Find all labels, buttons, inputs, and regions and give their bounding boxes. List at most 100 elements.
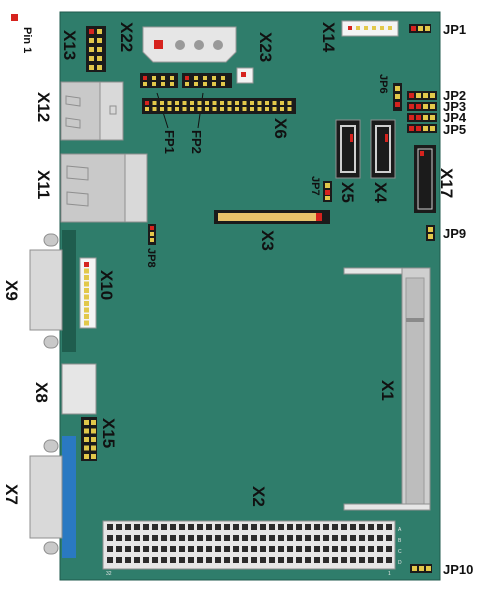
pin bbox=[203, 82, 207, 86]
pin bbox=[224, 546, 230, 552]
pin bbox=[314, 557, 320, 563]
pin bbox=[134, 546, 140, 552]
pin bbox=[212, 76, 216, 80]
label-x1: X1 bbox=[378, 380, 397, 401]
pin bbox=[206, 524, 212, 530]
label-jp1: JP1 bbox=[443, 22, 466, 37]
pin bbox=[332, 535, 338, 541]
pin bbox=[84, 314, 89, 319]
pin bbox=[197, 535, 203, 541]
pin bbox=[364, 26, 368, 30]
pin bbox=[242, 101, 247, 105]
pin bbox=[91, 437, 96, 442]
x7-parallel-port bbox=[29, 436, 76, 558]
label-fp2: FP2 bbox=[189, 130, 204, 154]
pin bbox=[84, 288, 89, 293]
pin bbox=[91, 445, 96, 451]
x2-marker-c: C bbox=[398, 549, 402, 555]
pin bbox=[350, 524, 356, 530]
pin bbox=[175, 107, 179, 111]
pin bbox=[97, 29, 102, 34]
pin bbox=[305, 535, 311, 541]
x14-connector bbox=[341, 20, 399, 37]
pin bbox=[272, 107, 277, 111]
pin bbox=[242, 557, 248, 563]
pin bbox=[305, 524, 311, 530]
pin bbox=[377, 524, 383, 530]
x3-connector bbox=[214, 210, 330, 224]
jp4-jumper bbox=[407, 113, 437, 122]
pin bbox=[356, 26, 360, 30]
pin bbox=[107, 557, 113, 563]
pin bbox=[84, 275, 89, 280]
pin bbox=[250, 107, 254, 111]
pin bbox=[194, 76, 198, 80]
pin bbox=[341, 557, 347, 563]
label-x13: X13 bbox=[60, 30, 79, 60]
pin bbox=[188, 557, 194, 563]
pin bbox=[265, 107, 269, 111]
pin1-legend-marker bbox=[11, 14, 18, 21]
pin bbox=[235, 101, 239, 105]
pin bbox=[152, 107, 157, 111]
pin bbox=[242, 535, 248, 541]
pin bbox=[250, 101, 254, 105]
pin bbox=[167, 101, 172, 105]
pin bbox=[380, 26, 384, 30]
pin bbox=[206, 546, 212, 552]
pin bbox=[134, 535, 140, 541]
x4-sata-connector bbox=[370, 119, 396, 179]
label-jp8: JP8 bbox=[145, 248, 157, 268]
pin bbox=[152, 76, 156, 80]
pin bbox=[179, 524, 185, 530]
pin bbox=[305, 557, 311, 563]
pin bbox=[272, 101, 277, 105]
jp7-jumper bbox=[323, 181, 332, 202]
pin bbox=[197, 546, 203, 552]
pin bbox=[386, 524, 392, 530]
pin bbox=[84, 437, 89, 442]
pin bbox=[377, 557, 383, 563]
pin1-legend-label: Pin 1 bbox=[21, 27, 33, 53]
pin bbox=[212, 107, 217, 111]
pin bbox=[84, 268, 89, 274]
pin bbox=[143, 524, 149, 530]
x15-header bbox=[81, 417, 97, 461]
pin bbox=[280, 101, 284, 105]
label-jp10: JP10 bbox=[443, 562, 473, 577]
pin bbox=[161, 557, 167, 563]
pin bbox=[233, 557, 239, 563]
pin bbox=[251, 524, 257, 530]
pin bbox=[296, 546, 302, 552]
pin bbox=[145, 101, 149, 105]
x5-sata-connector bbox=[335, 119, 361, 179]
pin bbox=[205, 101, 209, 105]
pin bbox=[377, 546, 383, 552]
pin bbox=[305, 546, 311, 552]
pin bbox=[260, 524, 266, 530]
pin bbox=[188, 524, 194, 530]
pin bbox=[359, 535, 365, 541]
pin bbox=[170, 76, 174, 80]
label-x8: X8 bbox=[32, 382, 51, 403]
pin bbox=[348, 26, 352, 30]
pin bbox=[233, 546, 239, 552]
jp8-jumper bbox=[148, 224, 156, 245]
pin bbox=[143, 82, 147, 86]
x11-port bbox=[60, 153, 148, 223]
pin bbox=[386, 546, 392, 552]
pin bbox=[182, 101, 187, 105]
pin bbox=[134, 557, 140, 563]
pin bbox=[224, 524, 230, 530]
pin bbox=[185, 76, 189, 80]
x17-connector bbox=[414, 145, 436, 213]
x10-connector bbox=[79, 257, 97, 329]
label-x10: X10 bbox=[97, 270, 116, 300]
pin bbox=[89, 29, 94, 34]
pin bbox=[386, 557, 392, 563]
pin bbox=[215, 524, 221, 530]
pin bbox=[278, 557, 284, 563]
pin bbox=[221, 82, 225, 86]
pin bbox=[212, 101, 217, 105]
label-fp1: FP1 bbox=[162, 130, 177, 154]
